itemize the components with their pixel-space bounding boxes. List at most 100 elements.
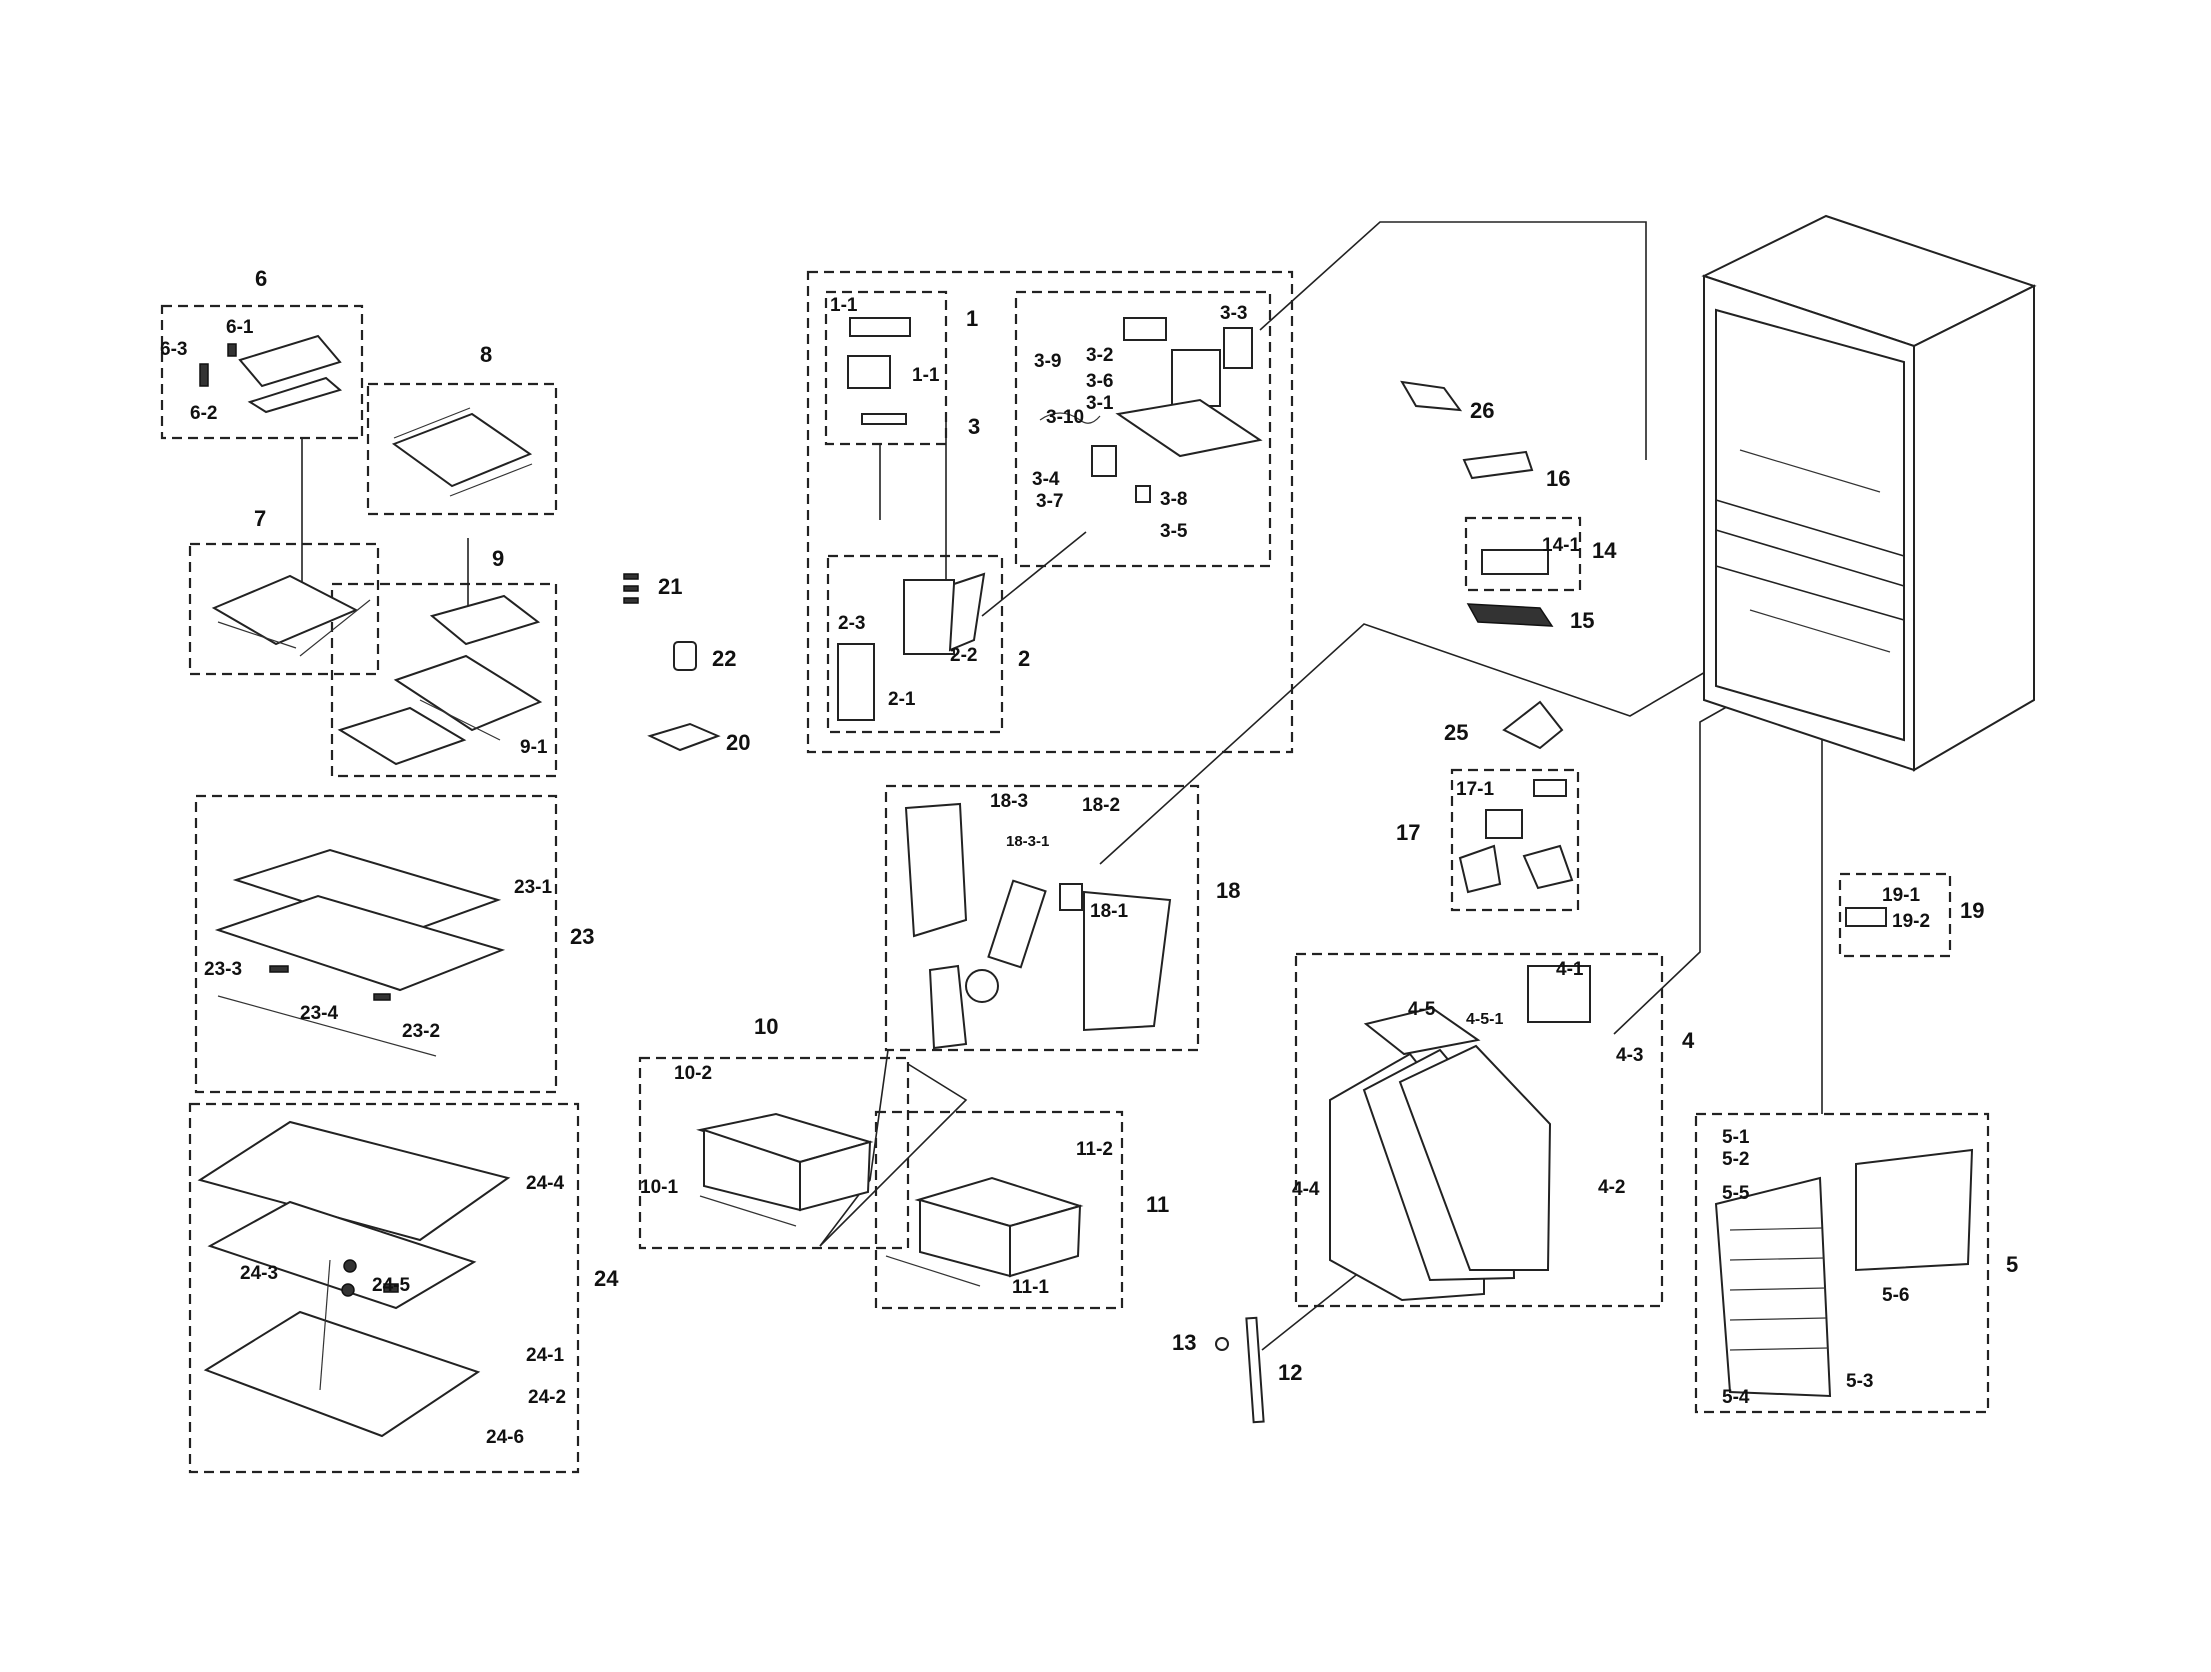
callout-14: 14	[1592, 538, 1617, 563]
group-box-2	[826, 554, 1004, 734]
callout-11: 11	[1146, 1192, 1170, 1217]
part-14-assembly	[1481, 549, 1549, 575]
leader-4-to-cabinet	[1613, 695, 1747, 1035]
part-19-module	[1845, 907, 1887, 927]
part-22-bracket	[673, 641, 697, 671]
callout-3-6: 3-6	[1086, 371, 1114, 392]
callout-3: 3	[968, 414, 981, 439]
callout-21: 21	[658, 574, 683, 599]
part-15-grille	[1466, 603, 1554, 627]
part-1-assembly	[847, 317, 911, 425]
part-10-drawer	[696, 1112, 874, 1227]
callout-1-1-top: 1-1	[830, 295, 858, 316]
callout-5-5: 5-5	[1722, 1183, 1750, 1204]
callout-10-1: 10-1	[640, 1177, 679, 1198]
part-16	[1462, 450, 1534, 480]
callout-4-2: 4-2	[1598, 1177, 1626, 1198]
callout-2-1: 2-1	[888, 689, 916, 710]
callout-4-5-1: 4-5-1	[1466, 1011, 1504, 1028]
part-11-drawer	[885, 1176, 1084, 1287]
callout-24-6: 24-6	[486, 1427, 525, 1448]
group-box-4	[1294, 952, 1664, 1308]
callout-4-3: 4-3	[1616, 1045, 1644, 1066]
part-8-shelf	[391, 407, 533, 497]
group-box-14	[1464, 516, 1582, 592]
callout-5-6: 5-6	[1882, 1285, 1910, 1306]
part-12-strip	[1245, 1316, 1265, 1424]
callout-11-1: 11-1	[1012, 1277, 1049, 1298]
group-box-23	[194, 794, 558, 1094]
callout-13: 13	[1172, 1330, 1197, 1355]
callout-24-3: 24-3	[240, 1263, 279, 1284]
callout-18-1: 18-1	[1090, 901, 1129, 922]
callout-3-5: 3-5	[1160, 521, 1188, 542]
callout-10-2: 10-2	[674, 1063, 713, 1084]
callout-24-5: 24-5	[372, 1275, 411, 1296]
part-24-drawer	[197, 1120, 511, 1438]
callout-9-1: 9-1	[520, 737, 548, 758]
callout-6-3: 6-3	[160, 339, 188, 360]
callout-22: 22	[712, 646, 737, 671]
callout-3-3: 3-3	[1220, 303, 1248, 324]
callout-12: 12	[1278, 1360, 1303, 1385]
callout-18-2: 18-2	[1082, 795, 1121, 816]
part-4-panel-assembly	[1329, 965, 1591, 1302]
group-box-19	[1838, 872, 1952, 958]
callout-23: 23	[570, 924, 595, 949]
callout-2-3: 2-3	[838, 613, 866, 634]
group-box-1	[824, 290, 948, 446]
part-2-assembly	[837, 572, 986, 721]
group-box-main-dispenser	[806, 270, 1294, 754]
part-20-cover	[647, 722, 721, 752]
part-18-filter-assembly	[904, 802, 1172, 1050]
callout-17: 17	[1396, 820, 1421, 845]
part-9-shelf-assembly	[337, 594, 543, 766]
callout-5-2: 5-2	[1722, 1149, 1750, 1170]
callout-23-2: 23-2	[402, 1021, 441, 1042]
part-23-shelf	[214, 848, 506, 1057]
callout-23-4: 23-4	[300, 1003, 339, 1024]
callout-18-3: 18-3	[990, 791, 1029, 812]
callout-5-4: 5-4	[1722, 1387, 1750, 1408]
callout-20: 20	[726, 730, 751, 755]
callout-4-1: 4-1	[1556, 959, 1584, 980]
callout-17-1: 17-1	[1456, 779, 1495, 800]
group-box-6	[160, 304, 364, 440]
callout-4-4: 4-4	[1292, 1179, 1320, 1200]
callout-6: 6	[255, 266, 268, 291]
callout-2-2: 2-2	[950, 645, 978, 666]
callout-19-2: 19-2	[1892, 911, 1931, 932]
part-17-assembly	[1458, 779, 1574, 894]
part-5-evaporator	[1714, 1148, 1974, 1398]
callout-24-2: 24-2	[528, 1387, 567, 1408]
group-box-10	[638, 1056, 910, 1250]
callout-3-4: 3-4	[1032, 469, 1060, 490]
callout-5-1: 5-1	[1722, 1127, 1750, 1148]
part-13	[1215, 1337, 1229, 1351]
callout-1: 1	[966, 306, 979, 331]
callout-18-3-1: 18-3-1	[1006, 833, 1050, 850]
callout-23-1: 23-1	[514, 877, 553, 898]
group-box-24	[188, 1102, 580, 1474]
callout-18: 18	[1216, 878, 1241, 903]
callout-4: 4	[1682, 1028, 1695, 1053]
callout-23-3: 23-3	[204, 959, 243, 980]
leader-dispenser-to-cabinet	[1259, 221, 1647, 460]
leader-2-to-3	[981, 531, 1087, 617]
callout-3-9: 3-9	[1034, 351, 1062, 372]
callout-19: 19	[1960, 898, 1985, 923]
callout-10: 10	[754, 1014, 779, 1039]
group-box-5	[1694, 1112, 1990, 1414]
callout-24-1: 24-1	[526, 1345, 565, 1366]
callout-5: 5	[2006, 1252, 2019, 1277]
leader-10-border	[819, 1063, 968, 1247]
part-3-assembly	[1039, 317, 1263, 503]
group-box-17	[1450, 768, 1580, 912]
part-25	[1502, 700, 1564, 750]
callout-8: 8	[480, 342, 493, 367]
callout-25: 25	[1444, 720, 1469, 745]
refrigerator-cabinet	[1701, 214, 2037, 772]
callout-15: 15	[1570, 608, 1595, 633]
part-26	[1400, 380, 1463, 412]
callout-3-2: 3-2	[1086, 345, 1114, 366]
